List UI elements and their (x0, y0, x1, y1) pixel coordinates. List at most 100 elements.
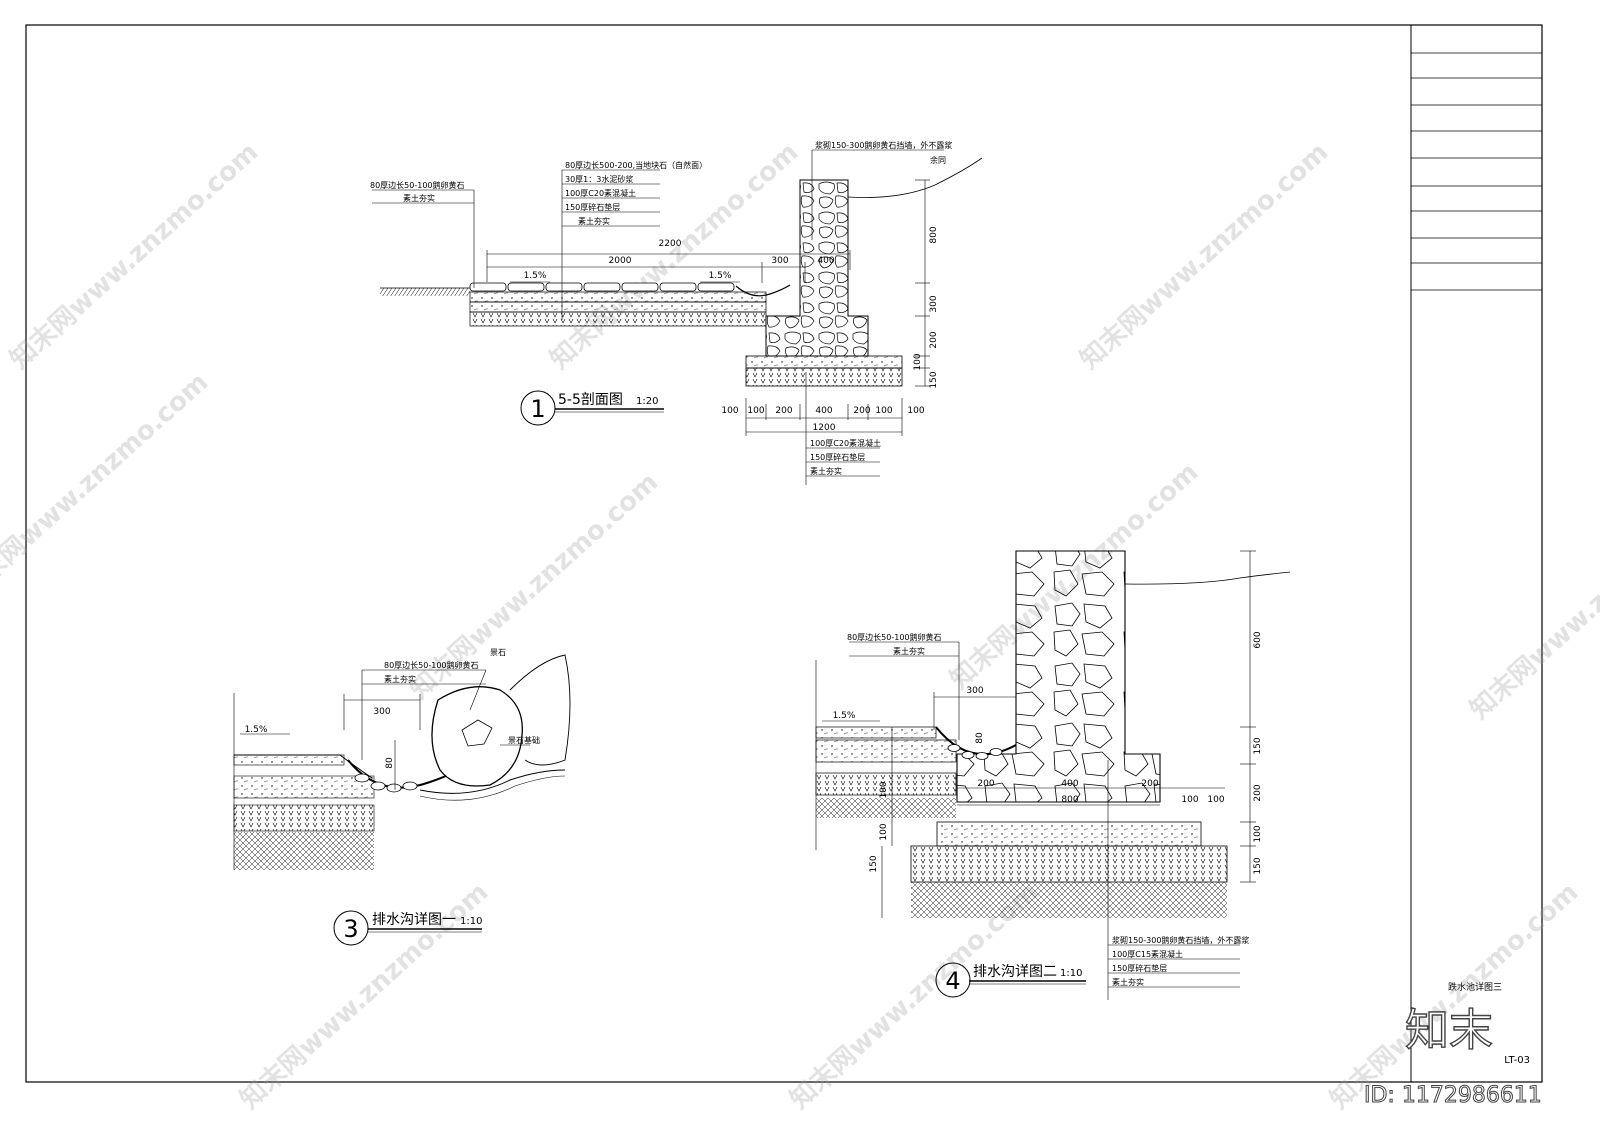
dim-base-200: 200 (853, 406, 870, 416)
detail-title: 排水沟详图一 (372, 912, 456, 928)
label-stone-foundation: 景石基础 (508, 735, 540, 745)
footing-concrete (745, 355, 903, 369)
label-pebble-layer: 80厚边长50-100鹅卵黄石 (370, 180, 465, 190)
concrete-layer (815, 739, 957, 763)
slope: 1.5% (833, 711, 856, 721)
dim-v-300: 300 (929, 295, 939, 312)
dim-400: 400 (817, 256, 834, 266)
watermark: 知末网www.znzmo.com (1325, 877, 1585, 1115)
detail-title: 5-5剖面图 (558, 392, 623, 408)
dim-base-1200: 1200 (813, 423, 836, 433)
label-stone-wall: 浆砌150-300鹅卵黄石挡墙，外不露浆 (1112, 935, 1249, 945)
leader-lines (240, 669, 530, 790)
label-footing-gravel: 150厚碎石垫层 (1112, 963, 1167, 973)
water-surface (847, 157, 983, 198)
detail-number: 4 (945, 967, 960, 995)
dim-v-800: 800 (929, 226, 939, 243)
stone-retaining-wall (956, 550, 1161, 803)
watermark: 知末网www.znzmo.com (0, 367, 214, 605)
drawing-number: LT-03 (1504, 1055, 1530, 1066)
label-landscape-stone: 景石 (490, 648, 506, 657)
soil-hatch (380, 288, 470, 296)
detail-scale: 1:10 (460, 916, 482, 927)
label-compacted-soil: 素土夯实 (578, 216, 610, 226)
footing-concrete (936, 821, 1202, 847)
label-footing-soil: 素土夯实 (1112, 977, 1144, 987)
dim-v-100: 100 (879, 823, 889, 840)
dim-v-100: 100 (1253, 825, 1263, 842)
label-footing-soil: 素土夯实 (810, 466, 842, 476)
dim-base-100: 100 (907, 406, 924, 416)
slope: 1.5% (245, 725, 268, 735)
dim-base-200: 200 (775, 406, 792, 416)
dim-200: 200 (1141, 779, 1158, 789)
dim-2000: 2000 (609, 256, 632, 266)
dim-2200: 2200 (659, 239, 682, 249)
label-gravel: 150厚碎石垫层 (565, 202, 620, 212)
watermark: 知末网www.znzmo.com (545, 137, 805, 375)
dim-base-100: 100 (721, 406, 738, 416)
detail-1-section: 2200 2000 300 400 1.5% 1.5% 800 300 200 … (370, 140, 983, 485)
detail-1-title: 1 5-5剖面图 1:20 (520, 390, 664, 426)
dim-300: 300 (771, 256, 788, 266)
mortar-layer (469, 291, 767, 303)
paving-stones (469, 282, 791, 297)
dim-v-150: 150 (1253, 857, 1263, 874)
logo-text: 知末 (1405, 1005, 1493, 1056)
concrete-layer (233, 775, 375, 799)
detail-3-drain: 80厚边长50-100鹅卵黄石 素土夯实 景石 景石基础 300 80 1.5%… (233, 648, 571, 946)
label-footing-concrete: 100厚C20素混凝土 (810, 438, 881, 448)
pebbles (947, 744, 1003, 760)
dim-base-100: 100 (875, 406, 892, 416)
watermark: 知末网www.znzmo.com (1465, 487, 1600, 725)
label-mortar: 30厚1：3水泥砂浆 (565, 174, 633, 184)
stone-retaining-wall (765, 179, 869, 357)
label-compacted-soil: 素土夯实 (893, 646, 925, 656)
label-stone-wall: 浆砌150-300鹅卵黄石挡墙，外不露浆 (815, 140, 952, 150)
concrete-layer (469, 301, 767, 313)
detail-scale: 1:10 (1060, 968, 1082, 979)
dimension-lines (486, 179, 930, 436)
detail-number: 1 (530, 395, 545, 423)
leader-lines (849, 641, 1240, 1000)
label-concrete: 100厚C20素混凝土 (565, 188, 636, 198)
paving-layer (815, 726, 937, 739)
title-block-rows (1411, 52, 1542, 291)
dim-800: 800 (1061, 795, 1078, 805)
label-footing-gravel: 150厚碎石垫层 (810, 452, 865, 462)
dim-base-400: 400 (815, 406, 832, 416)
dim-400: 400 (1061, 779, 1078, 789)
dim-v-100: 100 (879, 781, 889, 798)
dim-100: 100 (1181, 795, 1198, 805)
dim-v-600: 600 (1253, 631, 1263, 648)
slope-left: 1.5% (524, 271, 547, 281)
soil-hatch (234, 832, 374, 870)
dim-base-100: 100 (747, 406, 764, 416)
detail-number: 3 (343, 915, 358, 943)
watermark: 知末网www.znzmo.com (1075, 137, 1335, 375)
gravel-layer (469, 311, 767, 327)
pebbles (354, 773, 418, 793)
dim-300: 300 (373, 707, 390, 717)
image-id: ID: 1172986611 (1364, 1083, 1542, 1108)
dim-v-200: 200 (929, 331, 939, 348)
detail-scale: 1:20 (636, 396, 658, 407)
detail-title: 排水沟详图二 (973, 964, 1057, 980)
label-compacted-soil: 素土夯实 (384, 674, 416, 684)
water-surface (1124, 571, 1291, 585)
footing-gravel (745, 367, 903, 387)
dimension-lines (822, 550, 1256, 918)
background-rock (509, 654, 571, 766)
sheet-frame: 跌水池详图三 LT-03 (25, 24, 1543, 1083)
dim-v-150: 150 (929, 371, 939, 388)
label-footing-concrete: 100厚C15素混凝土 (1112, 949, 1183, 959)
footing-gravel (910, 845, 1228, 883)
soil-hatch (911, 882, 1227, 918)
dim-300: 300 (966, 686, 983, 696)
dim-200: 200 (977, 779, 994, 789)
label-pebble-layer: 80厚边长50-100鹅卵黄石 (384, 660, 479, 670)
detail-4-drain: 300 200 400 200 800 100 100 1.5% 80 600 … (815, 550, 1291, 1000)
paving-layer (233, 754, 345, 766)
site-logo: 知末 ID: 1172986611 (1364, 1004, 1543, 1108)
